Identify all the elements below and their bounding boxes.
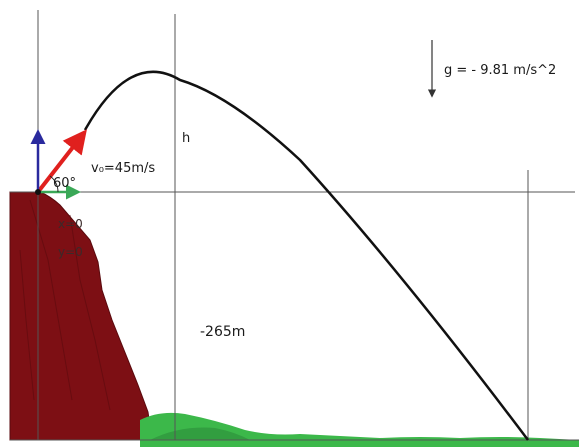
x-origin-label: x=0 [58,217,83,231]
velocity-label: v₀=45m/s [91,161,155,176]
y-origin-label: y=0 [58,245,83,259]
cliff [9,191,153,441]
velocity-vector-arrow [36,129,87,194]
launch-point [35,189,41,195]
cliff-texture [19,199,111,411]
max-height-label: h [182,131,190,146]
angle-label: 60° [53,176,76,191]
depth-label: -265m [200,324,245,340]
trajectory-curve [83,70,529,441]
angle-arc [49,175,59,193]
gravity-label: g = - 9.81 m/s^2 [444,63,556,78]
ground-grass [140,412,579,447]
